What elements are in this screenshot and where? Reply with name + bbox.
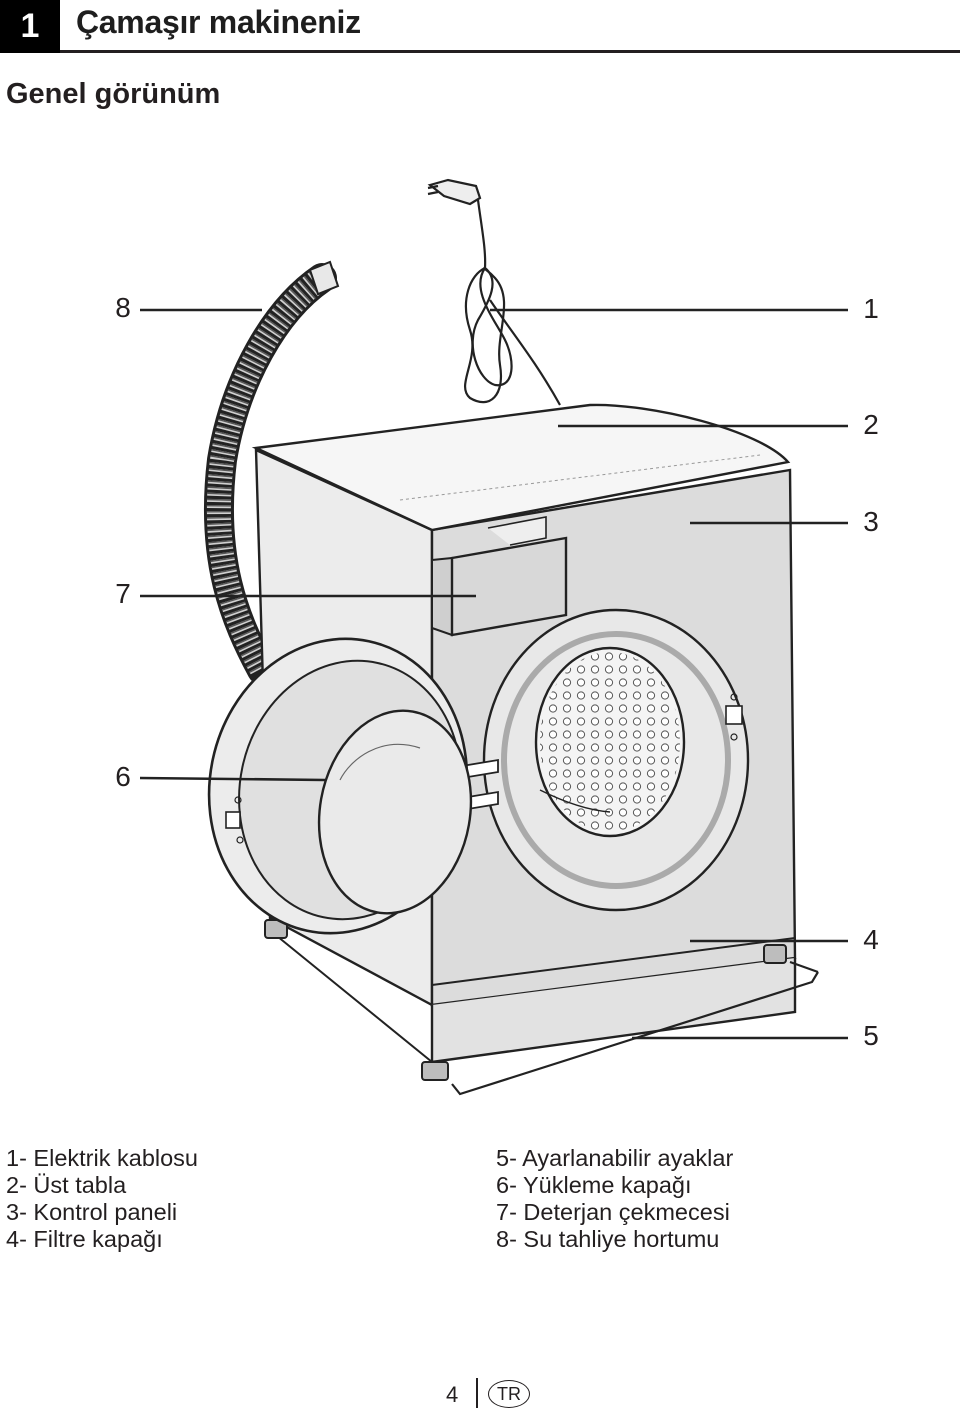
legend-right: 5- Ayarlanabilir ayaklar 6- Yükleme kapa… — [496, 1145, 733, 1253]
callout-8: 8 — [115, 292, 131, 323]
legend-item: 4- Filtre kapağı — [6, 1226, 163, 1252]
section-title: Genel görünüm — [6, 78, 221, 110]
callout-5: 5 — [863, 1020, 879, 1051]
callout-7: 7 — [115, 578, 131, 609]
legend-item: 2- Üst tabla — [6, 1172, 127, 1198]
top-panel — [251, 403, 791, 532]
drain-hose — [203, 260, 340, 685]
title-rule — [60, 50, 960, 53]
chapter-title: Çamaşır makineniz — [76, 4, 361, 40]
legend-item: 7- Deterjan çekmecesi — [496, 1199, 730, 1225]
legend-item: 6- Yükleme kapağı — [496, 1172, 692, 1198]
power-cable — [427, 178, 561, 406]
door-opening — [482, 608, 750, 912]
callout-1: 1 — [863, 293, 879, 324]
legend-left: 1- Elektrik kablosu 2- Üst tabla 3- Kont… — [6, 1145, 198, 1253]
callout-4: 4 — [863, 924, 879, 955]
detergent-drawer — [431, 516, 568, 637]
language-badge: TR — [488, 1380, 530, 1408]
washing-machine-illustration — [139, 178, 848, 1096]
callout-6: 6 — [115, 761, 131, 792]
footer-divider — [476, 1378, 478, 1408]
callout-leader-lines — [139, 308, 848, 1040]
legend-item: 5- Ayarlanabilir ayaklar — [496, 1145, 734, 1171]
legend-item: 3- Kontrol paneli — [6, 1199, 178, 1225]
page-number: 4 — [446, 1382, 459, 1407]
legend-item: 8- Su tahliye hortumu — [496, 1226, 720, 1252]
legend-item: 1- Elektrik kablosu — [6, 1145, 198, 1171]
loading-door — [207, 637, 473, 935]
chapter-number-badge: 1 — [0, 0, 60, 53]
callout-2: 2 — [863, 409, 879, 440]
adjustable-feet — [264, 919, 787, 1081]
callout-3: 3 — [863, 506, 879, 537]
